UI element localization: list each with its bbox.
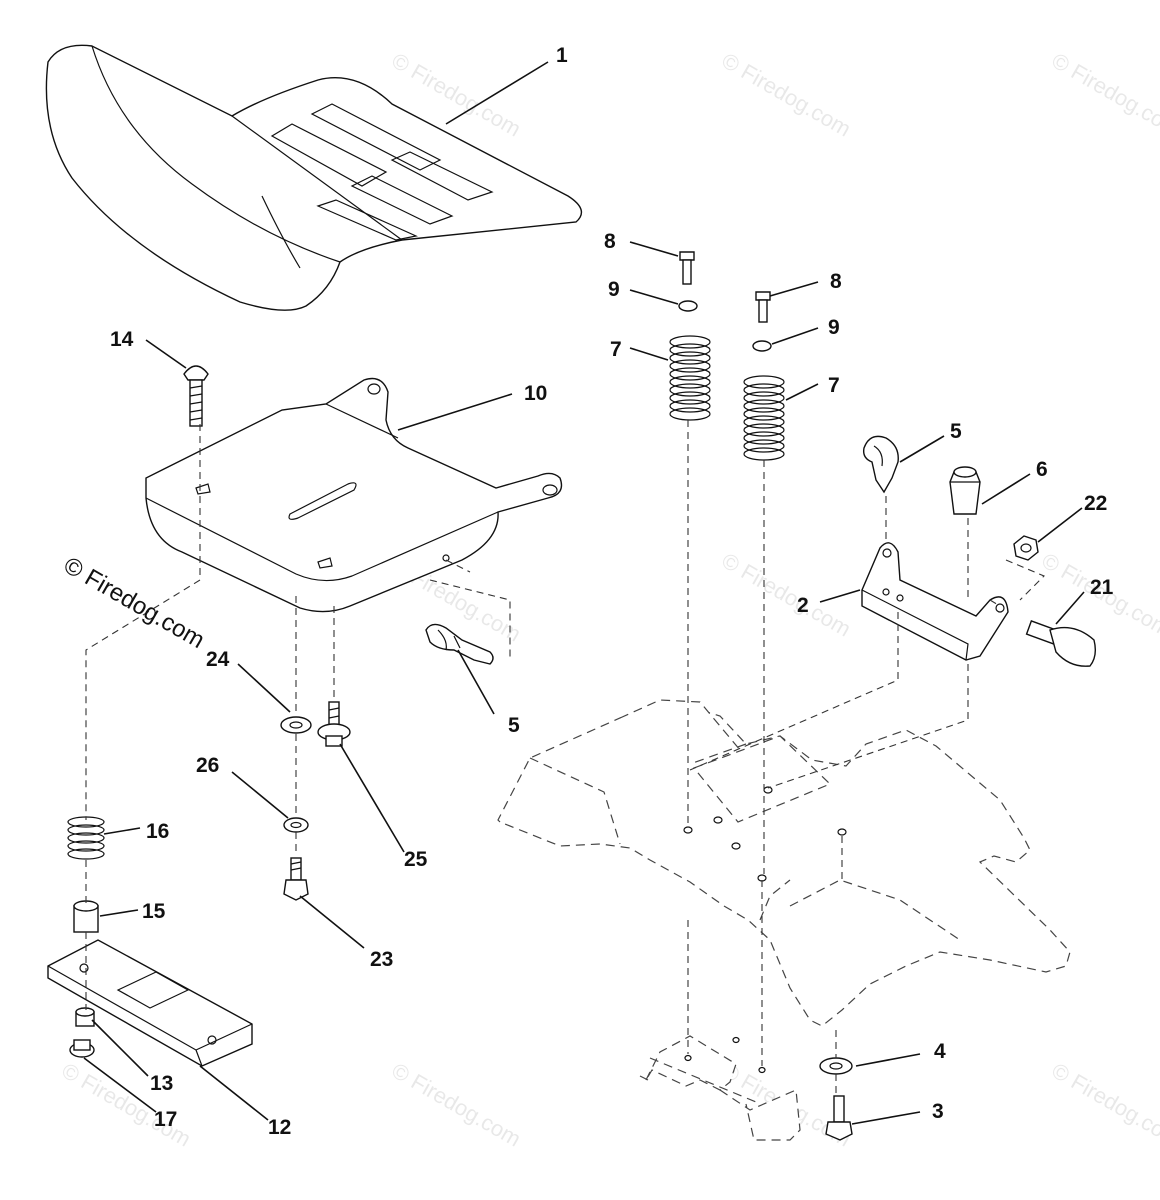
washer-part (678, 300, 698, 312)
callout-8-left: 8 (604, 230, 616, 253)
callout-13: 13 (150, 1072, 173, 1095)
spacer-part (73, 900, 99, 933)
seat-pan-part (145, 377, 563, 613)
watermark-text: © Firedog.com (58, 1058, 196, 1152)
flange-nut-part (69, 1039, 95, 1058)
hex-bolt-part (679, 251, 695, 285)
mounting-holes (683, 786, 847, 1074)
callout-23: 23 (370, 948, 393, 971)
hex-bolt-part (755, 291, 771, 323)
callout-15: 15 (142, 900, 166, 923)
callout-16: 16 (146, 820, 169, 843)
hex-bolt-part (825, 1095, 853, 1141)
callout-9-left: 9 (608, 278, 620, 301)
nut-part (75, 1007, 95, 1027)
shoulder-bolt-part (1025, 620, 1097, 667)
watermark-text: © Firedog.com (718, 548, 856, 642)
callout-14: 14 (110, 328, 134, 351)
callout-22: 22 (1084, 492, 1107, 515)
washer-part (752, 340, 772, 352)
compression-spring-part (743, 375, 785, 461)
assembly-lines-left (85, 424, 511, 1010)
assembly-lines-right (687, 420, 1045, 1094)
callout-7-left: 7 (610, 338, 622, 361)
watermark-text: © Firedog.com (388, 1058, 526, 1152)
callout-2: 2 (797, 594, 809, 617)
hex-bolt-part (283, 857, 309, 901)
carriage-bolt-part (183, 365, 209, 427)
hex-nut-part (1013, 535, 1039, 561)
latch-clip-part (425, 623, 494, 665)
lock-nut-part (949, 466, 981, 515)
callout-17: 17 (154, 1108, 177, 1131)
washer-part (280, 716, 312, 734)
watermark-text: © Firedog.com (1048, 1058, 1160, 1152)
callout-24: 24 (206, 648, 230, 671)
callout-10: 10 (524, 382, 547, 405)
callout-6: 6 (1036, 458, 1048, 481)
watermark-text: © Firedog.com (718, 48, 856, 142)
watermark-text: © Firedog.com (1048, 48, 1160, 142)
compression-spring-part (67, 816, 105, 860)
callout-26: 26 (196, 754, 219, 777)
seat-part (45, 44, 583, 311)
watermark-prominent: © Firedog.com (59, 552, 209, 654)
callout-labels: 1 2 3 4 5 5 6 7 7 8 8 9 9 10 12 13 14 15… (110, 44, 1114, 1139)
lock-washer-part (283, 817, 309, 833)
callout-12: 12 (268, 1116, 291, 1139)
callout-21: 21 (1090, 576, 1114, 599)
callout-5-right: 5 (950, 420, 962, 443)
latch-clip-part (862, 435, 899, 494)
callout-8-right: 8 (830, 270, 842, 293)
callout-7-right: 7 (828, 374, 840, 397)
mounting-plate-part (47, 939, 253, 1067)
callout-3: 3 (932, 1100, 944, 1123)
compression-spring-part (669, 335, 711, 421)
callout-9-right: 9 (828, 316, 840, 339)
shoulder-bolt-part (317, 701, 351, 747)
leader-lines (83, 61, 1085, 1125)
callout-1: 1 (556, 44, 568, 67)
fender-frame-phantom (497, 699, 1071, 1141)
callout-25: 25 (404, 848, 428, 871)
bracket-part (861, 542, 1009, 661)
callout-5-left: 5 (508, 714, 520, 737)
washer-part (819, 1057, 853, 1075)
callout-4: 4 (934, 1040, 946, 1063)
